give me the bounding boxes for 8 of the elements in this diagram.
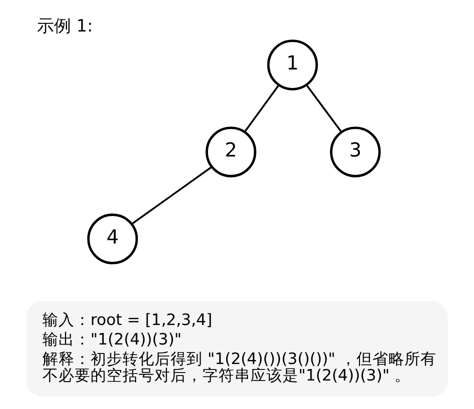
connector: [306, 84, 342, 133]
node-circle: 4: [87, 214, 138, 264]
node-circle: 3: [330, 126, 381, 178]
node-circle: 1: [267, 40, 318, 90]
diagram-title: 示例 1:: [36, 15, 93, 36]
connector: [244, 84, 280, 132]
node-circle: 2: [206, 126, 256, 178]
connector: [131, 166, 212, 225]
